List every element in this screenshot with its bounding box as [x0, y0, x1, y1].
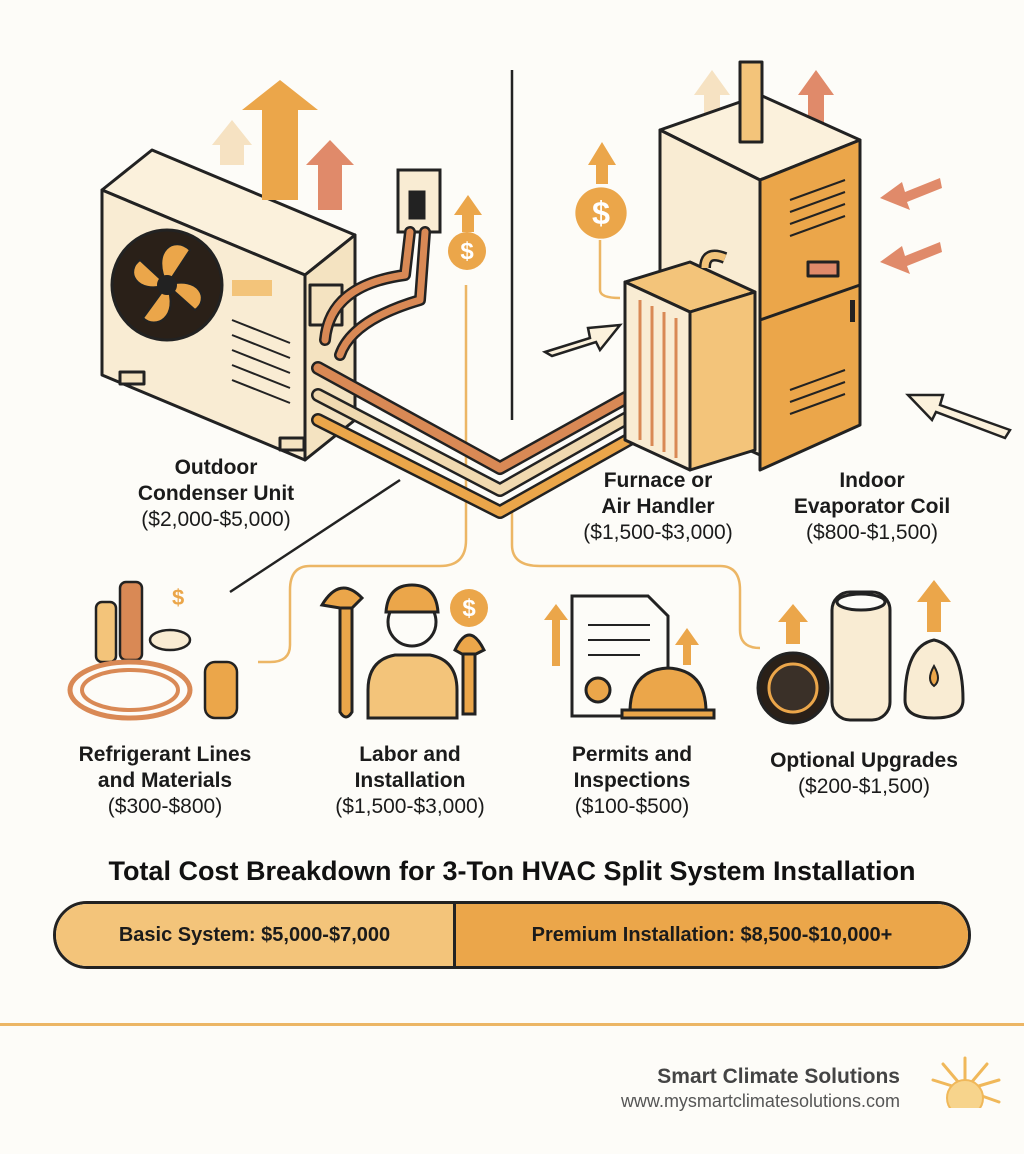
evaporator-label: Indoor Evaporator Coil ($800-$1,500) [793, 469, 951, 544]
dollar-icon [448, 232, 486, 270]
refrigerant-materials-icon: $ [67, 580, 239, 721]
upgrades-label: Optional Upgrades ($200-$1,500) [770, 749, 958, 798]
humidifier-icon [903, 638, 965, 720]
disconnect-switch [396, 168, 442, 234]
refrigerant-label: Refrigerant Lines and Materials ($300-$8… [78, 743, 252, 818]
hard-hat-icon [620, 666, 716, 720]
brand-name: Smart Climate Solutions [657, 1065, 900, 1088]
footer-divider [0, 1023, 1024, 1026]
furnace-label: Furnace or Air Handler ($1,500-$3,000) [583, 469, 733, 544]
permit-arrows [544, 604, 699, 666]
airflow-arrows [541, 178, 1012, 440]
upgrade-arrows [778, 580, 951, 644]
connector-lines [258, 240, 761, 664]
svg-text:$: $ [172, 585, 184, 610]
summary-title: Total Cost Breakdown for 3-Ton HVAC Spli… [108, 856, 916, 886]
wrench-icon [319, 586, 487, 719]
premium-installation-segment: Premium Installation: $8,500-$10,000+ [456, 904, 968, 966]
evaporator-coil-illustration [623, 249, 757, 472]
divider-lines [229, 70, 514, 594]
basic-system-segment: Basic System: $5,000-$7,000 [56, 904, 456, 966]
brand-block: Smart Climate Solutions www.mysmartclima… [621, 1065, 900, 1112]
fan-icon [132, 243, 203, 324]
worker-icon [366, 583, 459, 720]
heat-arrows [212, 70, 834, 232]
dollar-icon [575, 187, 627, 239]
permits-label: Permits and Inspections ($100-$500) [571, 743, 693, 818]
air-purifier-icon [830, 590, 892, 722]
cost-summary-bar: Basic System: $5,000-$7,000 Premium Inst… [53, 901, 971, 969]
outdoor-condenser-label: Outdoor Condenser Unit ($2,000-$5,000) [137, 456, 295, 531]
brand-url: www.mysmartclimatesolutions.com [620, 1091, 900, 1111]
dollar-icon [450, 589, 488, 627]
outdoor-condenser-illustration [100, 148, 357, 462]
sun-icon [925, 1056, 1005, 1130]
labor-label: Labor and Installation ($1,500-$3,000) [335, 743, 485, 818]
thermostat-icon [756, 651, 830, 725]
